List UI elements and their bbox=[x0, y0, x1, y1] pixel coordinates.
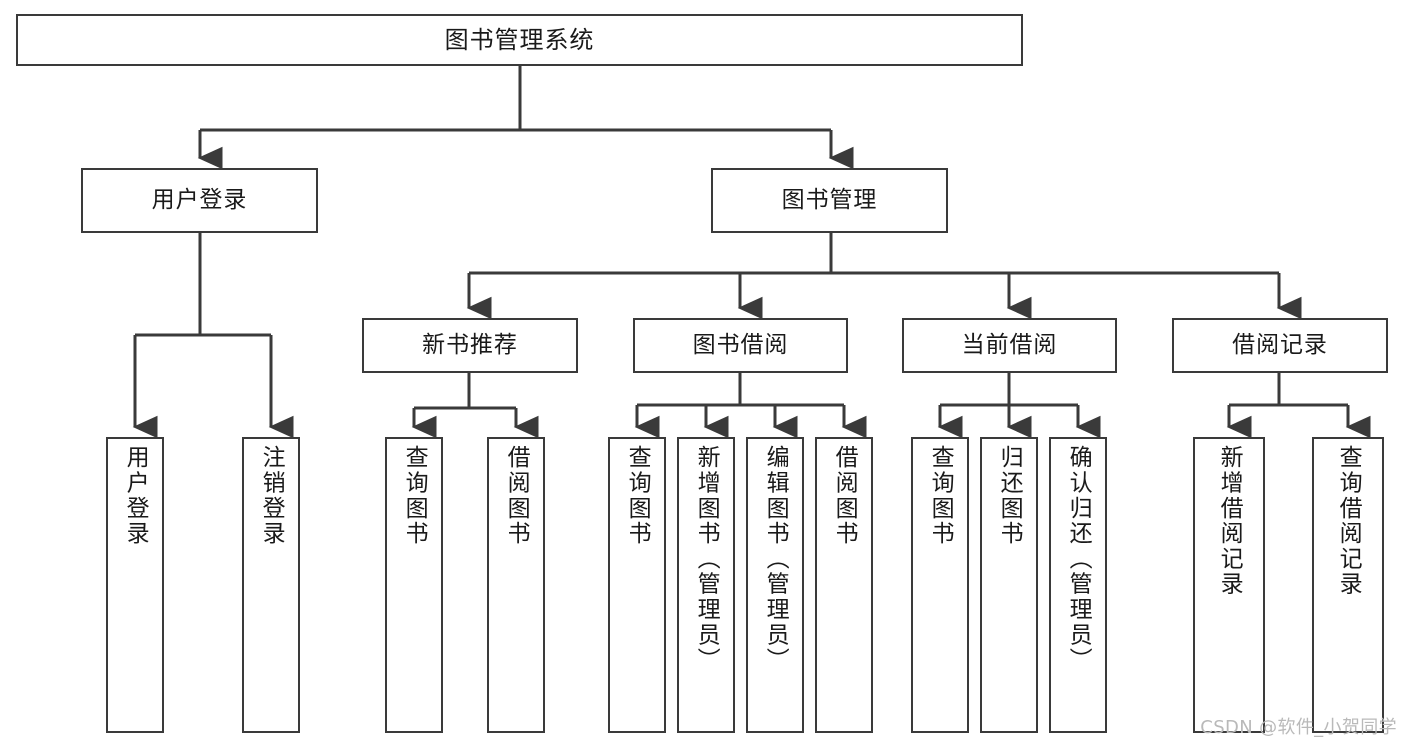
node-root-system[interactable]: 图书管理系统 bbox=[16, 14, 1023, 66]
node-label: 新增借阅记录 bbox=[1216, 445, 1243, 597]
leaf-logout[interactable]: 注销登录 bbox=[242, 437, 300, 733]
leaf-confirm-return[interactable]: 确认归还（管理员） bbox=[1049, 437, 1107, 733]
leaf-query-borrow-record[interactable]: 查询借阅记录 bbox=[1312, 437, 1384, 733]
node-borrow-record[interactable]: 借阅记录 bbox=[1172, 318, 1388, 373]
node-label: 借阅记录 bbox=[1232, 331, 1328, 358]
node-label: 新书推荐 bbox=[422, 331, 518, 358]
node-label: 新增图书（管理员） bbox=[693, 445, 720, 673]
node-label: 查询图书 bbox=[927, 445, 954, 547]
leaf-user-login[interactable]: 用户登录 bbox=[106, 437, 164, 733]
node-label: 确认归还（管理员） bbox=[1065, 445, 1092, 673]
node-user-login[interactable]: 用户登录 bbox=[81, 168, 318, 233]
node-new-book-recommend[interactable]: 新书推荐 bbox=[362, 318, 578, 373]
leaf-query-book-recommend[interactable]: 查询图书 bbox=[385, 437, 443, 733]
node-label: 查询图书 bbox=[401, 445, 428, 547]
leaf-add-book[interactable]: 新增图书（管理员） bbox=[677, 437, 735, 733]
leaf-query-book-current[interactable]: 查询图书 bbox=[911, 437, 969, 733]
node-label: 图书管理 bbox=[781, 186, 878, 213]
node-label: 借阅图书 bbox=[503, 445, 530, 547]
node-label: 用户登录 bbox=[151, 186, 248, 213]
leaf-borrow-book[interactable]: 借阅图书 bbox=[815, 437, 873, 733]
node-label: 编辑图书（管理员） bbox=[762, 445, 789, 673]
leaf-return-book[interactable]: 归还图书 bbox=[980, 437, 1038, 733]
node-label: 用户登录 bbox=[122, 445, 149, 547]
leaf-add-borrow-record[interactable]: 新增借阅记录 bbox=[1193, 437, 1265, 733]
leaf-borrow-book-recommend[interactable]: 借阅图书 bbox=[487, 437, 545, 733]
node-label: 当前借阅 bbox=[961, 331, 1058, 358]
leaf-query-book-borrow[interactable]: 查询图书 bbox=[608, 437, 666, 733]
node-label: 图书管理系统 bbox=[444, 25, 595, 54]
node-label: 查询借阅记录 bbox=[1335, 445, 1362, 597]
node-label: 注销登录 bbox=[258, 445, 285, 547]
leaf-edit-book[interactable]: 编辑图书（管理员） bbox=[746, 437, 804, 733]
node-label: 查询图书 bbox=[624, 445, 651, 547]
node-current-borrow[interactable]: 当前借阅 bbox=[902, 318, 1117, 373]
node-book-borrow[interactable]: 图书借阅 bbox=[633, 318, 848, 373]
node-label: 图书借阅 bbox=[692, 331, 789, 358]
node-label: 归还图书 bbox=[996, 445, 1023, 547]
node-label: 借阅图书 bbox=[831, 445, 858, 547]
node-book-management[interactable]: 图书管理 bbox=[711, 168, 948, 233]
